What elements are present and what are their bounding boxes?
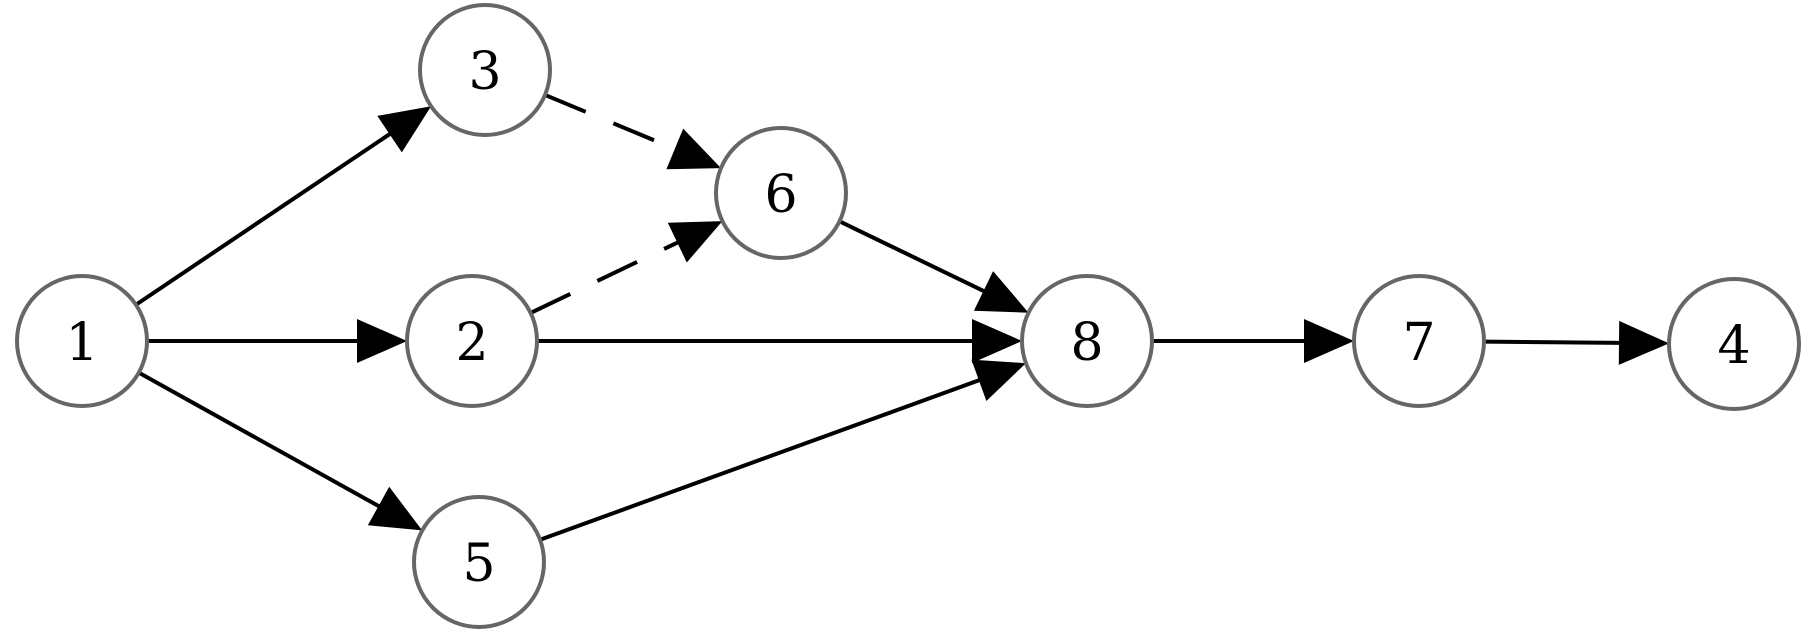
node-7: 7: [1352, 274, 1486, 408]
arrowhead: [972, 319, 1022, 363]
node-1: 1: [15, 274, 149, 408]
node-6: 6: [714, 126, 848, 260]
node-4: 4: [1667, 277, 1801, 411]
node-circle: [412, 495, 546, 629]
node-label: 4: [1717, 316, 1750, 376]
node-circle: [714, 126, 848, 260]
edge-line: [1483, 339, 1622, 345]
node-label: 3: [468, 42, 501, 102]
arrowhead: [367, 486, 423, 531]
node-label: 1: [65, 313, 98, 373]
nodes-layer: 1 2 3 4 5 6 7 8: [15, 3, 1801, 629]
arrowhead: [1618, 320, 1669, 365]
edge-1-to-2: [147, 319, 407, 363]
node-label: 2: [455, 313, 488, 373]
edge-1-to-3: [134, 106, 432, 307]
node-label: 6: [764, 165, 797, 225]
edge-8-to-7: [1152, 319, 1354, 363]
node-circle: [1020, 274, 1154, 408]
arrowhead: [377, 106, 432, 153]
arrowhead: [973, 271, 1029, 313]
arrowhead: [971, 359, 1026, 401]
edge-5-to-8: [539, 359, 1026, 542]
edge-line: [544, 93, 678, 152]
edges-layer: [134, 93, 1669, 542]
node-3: 3: [418, 3, 552, 137]
arrowhead: [667, 221, 723, 263]
node-circle: [1352, 274, 1486, 408]
edge-line: [134, 131, 393, 307]
node-label: 5: [462, 534, 495, 594]
node-circle: [15, 274, 149, 408]
edge-line: [529, 240, 680, 315]
edge-3-to-6: [544, 93, 721, 170]
node-circle: [1667, 277, 1801, 411]
edge-2-to-6: [529, 221, 723, 315]
arrowhead: [357, 319, 407, 363]
edge-7-to-4: [1483, 320, 1669, 365]
edge-line: [137, 370, 382, 509]
node-label: 8: [1070, 313, 1103, 373]
arrowhead: [666, 128, 721, 170]
node-circle: [418, 3, 552, 137]
node-5: 5: [412, 495, 546, 629]
arrowhead: [1304, 319, 1354, 363]
node-label: 7: [1402, 313, 1435, 373]
edge-1-to-5: [137, 370, 423, 531]
node-circle: [405, 274, 539, 408]
edge-2-to-8: [537, 319, 1022, 363]
edge-6-to-8: [838, 219, 1029, 313]
edge-line: [838, 219, 987, 294]
node-8: 8: [1020, 274, 1154, 408]
node-2: 2: [405, 274, 539, 408]
edge-line: [539, 377, 982, 542]
